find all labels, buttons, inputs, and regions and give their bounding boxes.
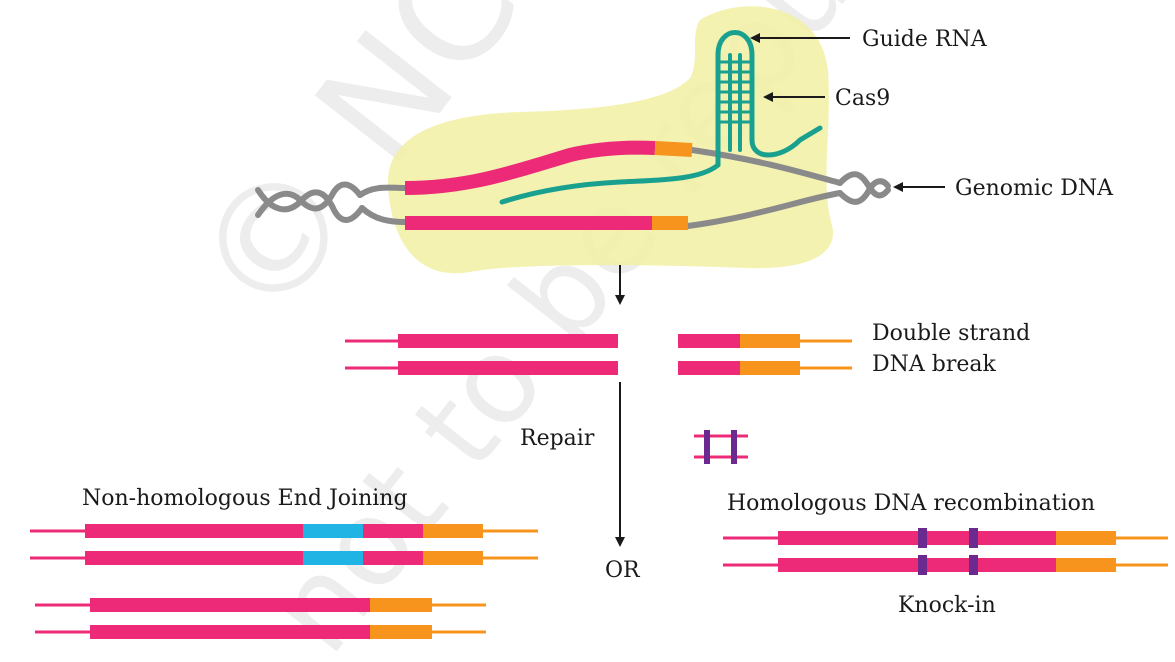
guide-rna-rungs (718, 60, 752, 124)
target-site-upper (654, 141, 693, 157)
knock-in-marker (918, 528, 927, 548)
double-strand-break (345, 334, 852, 375)
nhej-strands (30, 524, 538, 639)
genomic-dna (255, 147, 891, 229)
dna-lower-strand (405, 216, 652, 230)
hdr-strands (723, 528, 1168, 575)
target-site-lower (652, 216, 688, 230)
label-repair: Repair (520, 426, 595, 451)
label-guide-rna: Guide RNA (862, 27, 988, 52)
label-hdr: Homologous DNA recombination (727, 491, 1095, 516)
label-knock-in: Knock-in (898, 593, 996, 618)
label-or: OR (605, 558, 641, 583)
label-double-strand-1: Double strand (872, 321, 1030, 346)
dna-upper-strand (404, 140, 656, 195)
knock-in-marker (969, 555, 978, 575)
label-double-strand-2: DNA break (872, 352, 997, 377)
label-nhej: Non-homologous End Joining (82, 486, 408, 511)
label-cas9: Cas9 (835, 86, 890, 111)
knock-in-marker (969, 528, 978, 548)
donor-template (694, 430, 748, 464)
label-genomic-dna: Genomic DNA (955, 176, 1114, 201)
knock-in-marker (918, 555, 927, 575)
